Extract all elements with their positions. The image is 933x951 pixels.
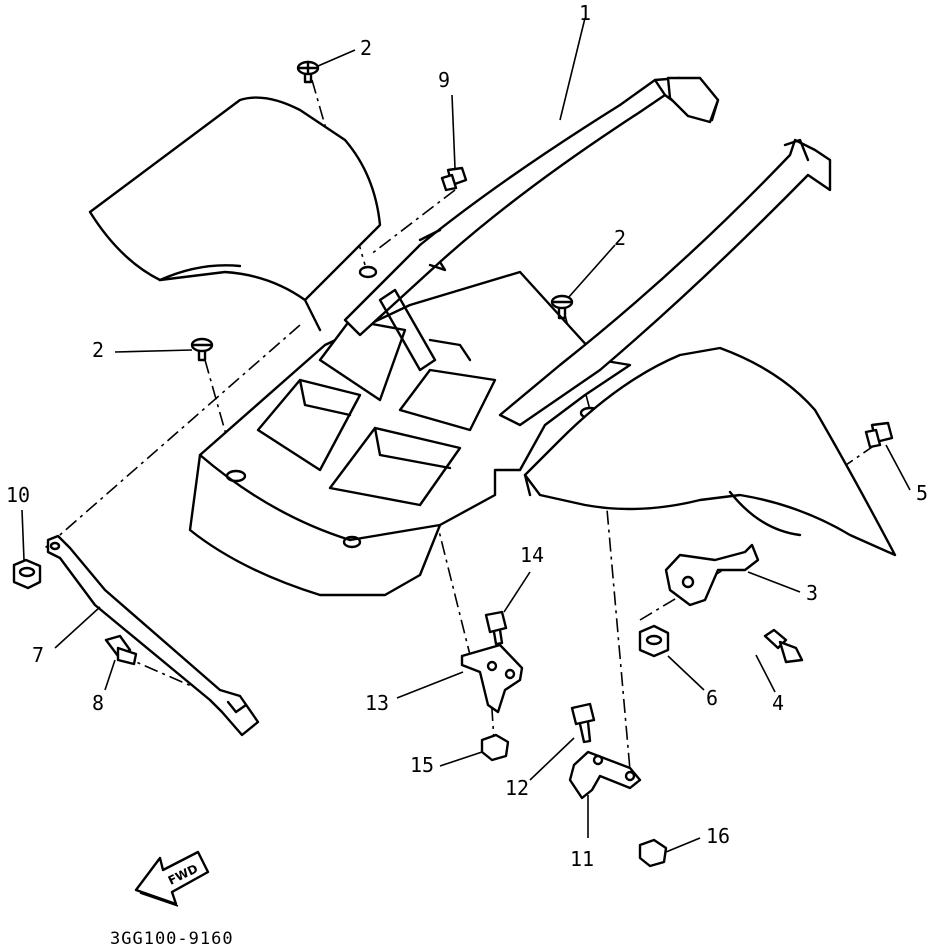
callout-16: 16 xyxy=(706,824,730,848)
nut-6 xyxy=(638,624,670,658)
screw-2b xyxy=(550,294,574,320)
bracket-11 xyxy=(568,750,642,800)
callout-14: 14 xyxy=(520,543,544,567)
callout-3: 3 xyxy=(806,581,818,605)
rear-fender xyxy=(88,96,897,597)
callout-2: 2 xyxy=(614,226,626,250)
bolt-9 xyxy=(440,166,468,192)
bolt-5 xyxy=(864,421,894,449)
fwd-arrow: FWD xyxy=(134,850,210,907)
bolt-8 xyxy=(104,634,138,666)
callout-2: 2 xyxy=(360,36,372,60)
bolt-12 xyxy=(570,702,596,744)
callout-6: 6 xyxy=(706,686,718,710)
callout-4: 4 xyxy=(772,691,784,715)
rear-rails xyxy=(343,76,832,427)
callout-8: 8 xyxy=(92,691,104,715)
callout-7: 7 xyxy=(32,643,44,667)
callouts: 1 2 2 2 3 4 5 6 7 8 9 10 11 12 13 14 15 … xyxy=(6,1,928,871)
bracket-13 xyxy=(460,643,524,714)
screw-2c xyxy=(190,337,214,362)
callout-11: 11 xyxy=(570,847,594,871)
leader-lines xyxy=(21,17,911,853)
callout-2: 2 xyxy=(92,338,104,362)
callout-5: 5 xyxy=(916,481,928,505)
part-code: 3GG100-9160 xyxy=(110,929,234,946)
bolt-14 xyxy=(484,610,508,646)
screw-2a xyxy=(296,60,320,84)
callout-12: 12 xyxy=(505,776,529,800)
nut-16 xyxy=(638,838,668,868)
stay-7 xyxy=(46,534,260,737)
callout-13: 13 xyxy=(365,691,389,715)
callout-10: 10 xyxy=(6,483,30,507)
bolt-4 xyxy=(763,628,804,664)
callout-1: 1 xyxy=(579,1,591,25)
callout-15: 15 xyxy=(410,753,434,777)
nut-10 xyxy=(12,558,42,590)
bracket-3 xyxy=(664,543,760,607)
callout-9: 9 xyxy=(438,68,450,92)
nut-15 xyxy=(480,733,510,762)
